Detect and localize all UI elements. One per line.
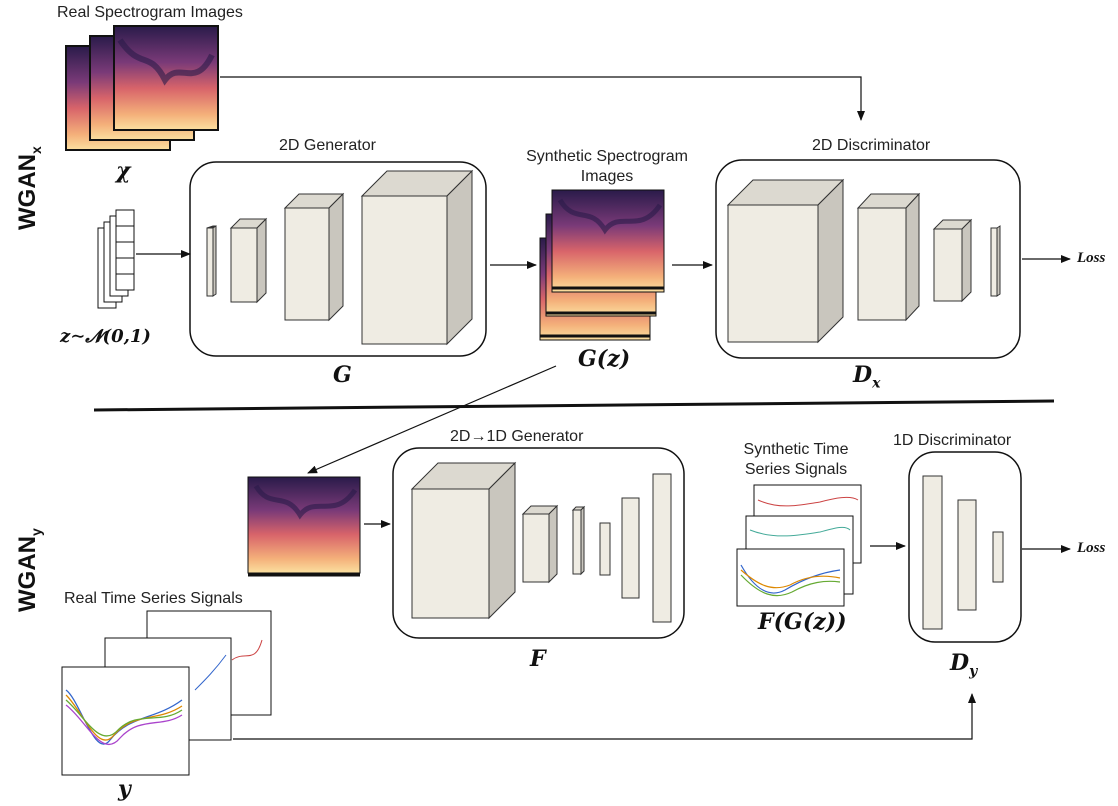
synthetic-timeseries-stack	[736, 484, 862, 607]
real-spectrogram-symbol: χ	[116, 158, 131, 184]
wganx-section-label: WGANx	[14, 146, 44, 230]
input-spectrogram	[247, 476, 361, 577]
section-divider	[93, 399, 1055, 412]
generator-2d-1d-title: 2D→1D Generator	[450, 428, 584, 445]
discriminator-1d-title: 1D Discriminator	[893, 432, 1012, 449]
synthetic-timeseries-symbol: F(G(z))	[758, 609, 847, 635]
generator-2d-1d-symbol: F	[530, 646, 546, 672]
synthetic-spectrogram-symbol: G(z)	[578, 346, 631, 372]
real-timeseries-symbol: y	[118, 776, 131, 802]
loss-label-top: Loss	[1077, 250, 1106, 266]
generator-2d-symbol: G	[333, 362, 352, 388]
generator-2d-layers	[206, 169, 474, 346]
bottom-flow-arrows	[233, 520, 1071, 740]
synthetic-spectrogram-stack	[539, 189, 665, 341]
real-timeseries-stack	[61, 610, 272, 776]
discriminator-2d-symbol: Dx	[853, 362, 881, 392]
loss-label-bottom: Loss	[1077, 540, 1106, 556]
generator-2d-title: 2D Generator	[279, 137, 376, 154]
generator-2d-1d-layers	[410, 461, 672, 623]
discriminator-2d-title: 2D Discriminator	[812, 137, 931, 154]
noise-symbol: z∼𝓝(0,1)	[60, 326, 151, 347]
synthetic-spectrogram-label-line1: Synthetic Spectrogram	[526, 148, 688, 165]
real-timeseries-label: Real Time Series Signals	[64, 590, 243, 607]
synthetic-spectrogram-label-line2: Images	[580, 168, 634, 185]
real-spectrogram-stack	[65, 25, 219, 151]
top-flow-arrows	[136, 76, 1071, 474]
noise-vector-stack	[97, 209, 135, 309]
wgany-section-label: WGANy	[14, 528, 44, 612]
real-spectrogram-label: Real Spectrogram Images	[57, 4, 243, 21]
synthetic-timeseries-label-line2: Series Signals	[744, 461, 848, 478]
discriminator-1d-symbol: Dy	[950, 650, 978, 680]
discriminator-2d-layers	[726, 178, 1001, 344]
discriminator-1d-layers	[922, 475, 1004, 630]
synthetic-timeseries-label-line1: Synthetic Time	[743, 441, 849, 458]
